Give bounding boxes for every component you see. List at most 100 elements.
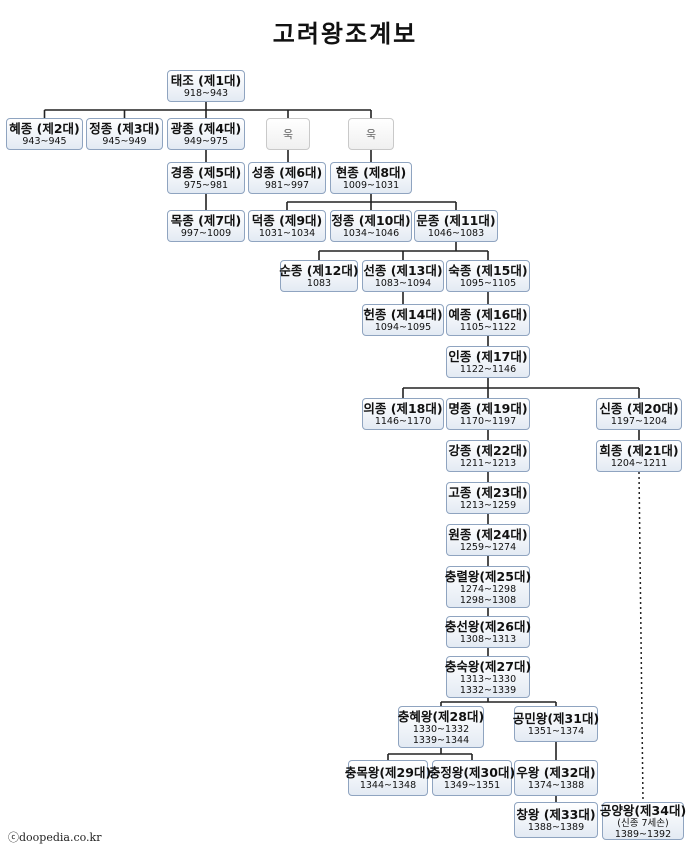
node-name: 신종 (제20대) — [599, 401, 679, 416]
node-name: 정종 (제10대) — [331, 213, 411, 228]
node-name: 충목왕(제29대) — [344, 765, 432, 780]
node-sukjong: 숙종 (제15대)1095~1105 — [446, 260, 530, 292]
node-name: 욱 — [365, 127, 377, 141]
node-name: 경종 (제5대) — [170, 165, 242, 180]
node-name: 고종 (제23대) — [448, 485, 528, 500]
copyright-text: ⓒdoopedia.co.kr — [8, 831, 102, 844]
node-years: 1388~1389 — [527, 822, 585, 833]
node-chungmok: 충목왕(제29대)1344~1348 — [344, 760, 432, 796]
node-years: 1274~1298 — [459, 583, 517, 595]
node-uk1: 욱 — [266, 118, 310, 150]
node-years: 1031~1034 — [258, 228, 316, 239]
chart-title: 고려왕조계보 — [272, 20, 418, 48]
node-name: 태조 (제1대) — [170, 73, 242, 88]
node-years: 949~975 — [183, 136, 229, 147]
node-years: 1339~1344 — [412, 734, 470, 746]
node-myeongjong: 명종 (제19대)1170~1197 — [446, 398, 530, 430]
node-hyejong: 혜종 (제2대)943~945 — [6, 118, 83, 150]
node-years: 1330~1332 — [412, 723, 470, 735]
node-chungjeong: 충정왕(제30대)1349~1351 — [428, 760, 516, 796]
node-uk2: 욱 — [348, 118, 394, 150]
node-gangjong: 강종 (제22대)1211~1213 — [446, 440, 530, 472]
node-chungseon: 충선왕(제26대)1308~1313 — [444, 616, 532, 648]
node-name: 충혜왕(제28대) — [397, 708, 485, 724]
node-gwangjong: 광종 (제4대)949~975 — [167, 118, 245, 150]
node-name: 현종 (제8대) — [335, 165, 407, 180]
node-years: 918~943 — [183, 88, 229, 99]
node-name: 목종 (제7대) — [170, 213, 242, 228]
node-chang: 창왕 (제33대)1388~1389 — [514, 802, 598, 838]
node-years: 1298~1308 — [459, 594, 517, 606]
node-years: 1389~1392 — [614, 828, 672, 840]
node-name: 덕종 (제9대) — [251, 213, 323, 228]
node-years: 1146~1170 — [374, 416, 432, 427]
node-name: 인종 (제17대) — [448, 349, 528, 364]
node-name: 욱 — [282, 127, 294, 141]
node-years: 981~997 — [264, 180, 310, 191]
node-seongjong: 성종 (제6대)981~997 — [248, 162, 326, 194]
node-name: 명종 (제19대) — [448, 401, 528, 416]
node-name: 강종 (제22대) — [448, 443, 528, 458]
node-heonjong: 헌종 (제14대)1094~1095 — [362, 304, 444, 336]
node-years: 1332~1339 — [459, 684, 517, 696]
node-name: 원종 (제24대) — [448, 527, 528, 542]
node-name: 충숙왕(제27대) — [444, 658, 532, 674]
node-years: 1351~1374 — [527, 726, 585, 737]
node-injong: 인종 (제17대)1122~1146 — [446, 346, 530, 378]
node-years: 1259~1274 — [459, 542, 517, 553]
node-name: 희종 (제21대) — [599, 443, 679, 458]
node-mokjong: 목종 (제7대)997~1009 — [167, 210, 245, 242]
node-name: 충선왕(제26대) — [444, 619, 532, 634]
node-name: 성종 (제6대) — [251, 165, 323, 180]
node-name: 혜종 (제2대) — [9, 121, 80, 136]
node-name: 문종 (제11대) — [416, 213, 496, 228]
node-name: 순종 (제12대) — [279, 263, 359, 278]
node-years: 1122~1146 — [459, 364, 517, 375]
node-years: 1213~1259 — [459, 500, 517, 511]
node-years: 1374~1388 — [527, 780, 585, 791]
node-name: 창왕 (제33대) — [516, 807, 596, 822]
node-name: 공양왕(제34대) — [599, 802, 687, 818]
node-years: 943~945 — [22, 136, 67, 147]
node-u: 우왕 (제32대)1374~1388 — [514, 760, 598, 796]
node-years: 1083~1094 — [374, 278, 432, 289]
node-years: 1105~1122 — [459, 322, 517, 333]
node-years: 1308~1313 — [459, 634, 517, 645]
node-years: 1344~1348 — [359, 780, 417, 791]
node-wonjong: 원종 (제24대)1259~1274 — [446, 524, 530, 556]
node-taejo: 태조 (제1대)918~943 — [167, 70, 245, 102]
node-years: 1211~1213 — [459, 458, 517, 469]
node-years: 1046~1083 — [427, 228, 485, 239]
node-years: 1034~1046 — [342, 228, 400, 239]
node-name: 충정왕(제30대) — [428, 765, 516, 780]
node-name: 광종 (제4대) — [170, 121, 242, 136]
node-uijong: 의종 (제18대)1146~1170 — [362, 398, 444, 430]
node-years: 997~1009 — [180, 228, 232, 239]
node-munjong: 문종 (제11대)1046~1083 — [414, 210, 498, 242]
node-years: 1204~1211 — [610, 458, 668, 469]
node-years: 1349~1351 — [443, 780, 501, 791]
node-jeongjong10: 정종 (제10대)1034~1046 — [330, 210, 412, 242]
node-hyeonjong: 현종 (제8대)1009~1031 — [330, 162, 412, 194]
dotted-connector-line — [638, 471, 644, 803]
node-gojong: 고종 (제23대)1213~1259 — [446, 482, 530, 514]
node-years: 1094~1095 — [374, 322, 432, 333]
node-gongmin: 공민왕(제31대)1351~1374 — [512, 706, 600, 742]
node-deokjong: 덕종 (제9대)1031~1034 — [248, 210, 326, 242]
node-huijong: 희종 (제21대)1204~1211 — [596, 440, 682, 472]
node-name: 공민왕(제31대) — [512, 711, 600, 726]
node-years: 1313~1330 — [459, 673, 517, 685]
node-name: 헌종 (제14대) — [363, 307, 443, 322]
node-years: 975~981 — [183, 180, 229, 191]
node-name: 숙종 (제15대) — [448, 263, 528, 278]
node-years: 1197~1204 — [610, 416, 668, 427]
node-years: 1095~1105 — [459, 278, 517, 289]
node-years: 1009~1031 — [342, 180, 400, 191]
node-name: 의종 (제18대) — [363, 401, 443, 416]
node-name: 선종 (제13대) — [363, 263, 443, 278]
node-name: 우왕 (제32대) — [516, 765, 596, 780]
